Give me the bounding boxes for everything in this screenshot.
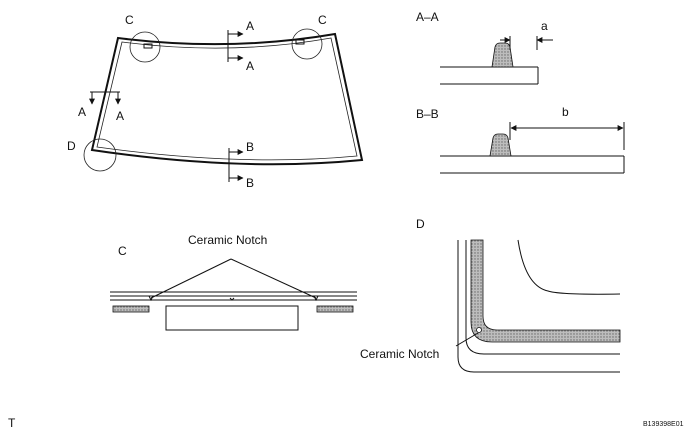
section-aa-title: A–A [416,10,439,24]
detail-c-drawing [110,258,357,331]
label-c-top-left: C [125,13,134,27]
section-a-arrows-top [227,30,244,62]
ceramic-notch-label-c: Ceramic Notch [188,233,267,247]
section-bb-drawing [440,122,625,174]
section-a-arrows-left [89,91,121,105]
label-a-top-1: A [246,19,254,33]
label-b-2: B [246,176,254,190]
notch-marker-left [143,43,153,49]
section-b-arrows [228,148,244,182]
ceramic-notch-label-d: Ceramic Notch [360,347,439,361]
label-c-top-right: C [318,13,327,27]
detail-circle-c-left [129,31,161,63]
figure-code: B139398E01 [643,421,684,428]
detail-d-drawing [455,239,621,373]
detail-c-title: C [118,244,127,258]
detail-d-title: D [416,217,425,231]
notch-marker-right [295,39,305,45]
detail-circle-c-right [291,28,323,60]
windshield-outline [90,32,364,166]
section-aa-drawing [440,36,553,85]
section-bb-title: B–B [416,107,439,121]
dim-b: b [562,105,569,119]
label-a-top-2: A [246,59,254,73]
label-a-left-2: A [116,109,124,123]
label-a-left-1: A [78,105,86,119]
label-d: D [67,139,76,153]
corner-label-t: T [8,416,16,430]
dim-a: a [541,19,548,33]
detail-circle-d [83,138,117,172]
label-b-1: B [246,140,254,154]
